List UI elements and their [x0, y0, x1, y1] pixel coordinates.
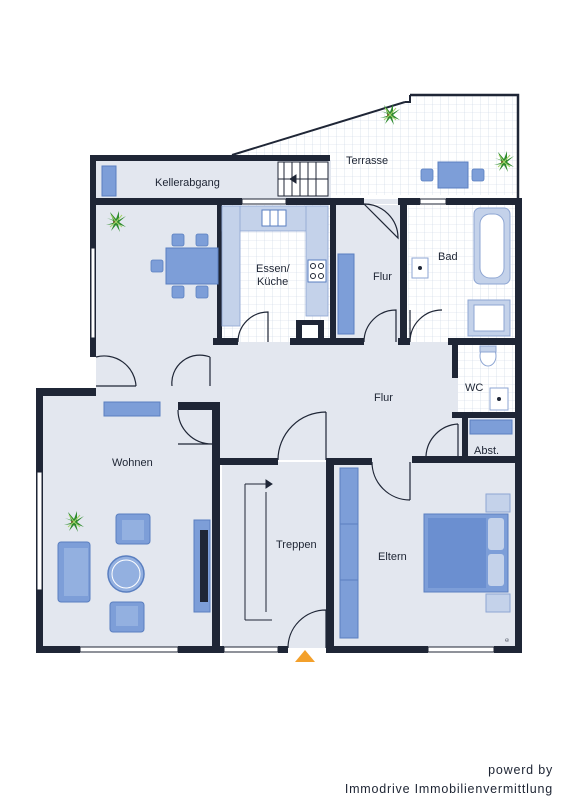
- label-wohnen: Wohnen: [112, 457, 153, 469]
- room-labels: Kellerabgang Terrasse Essen/ Küche Flur …: [112, 155, 499, 563]
- label-bad: Bad: [438, 251, 458, 263]
- treppen-floor: [222, 462, 330, 648]
- label-flur-upper: Flur: [373, 271, 392, 283]
- label-kellerabgang: Kellerabgang: [155, 177, 220, 189]
- windows: [36, 198, 495, 653]
- label-abst: Abst.: [474, 445, 499, 457]
- footer-powered-by: powerd by: [488, 763, 553, 777]
- doors: [95, 203, 459, 649]
- flur-main-floor: [96, 342, 466, 462]
- abst-shelf: [469, 419, 513, 435]
- living-room-furniture: [57, 401, 211, 633]
- bedroom-furniture: [339, 467, 511, 639]
- staircase: [244, 479, 273, 621]
- footer-company-name: Immodrive Immobilienvermittlung: [344, 782, 553, 796]
- label-terrasse: Terrasse: [346, 155, 388, 167]
- kitchen-counters: [221, 205, 329, 327]
- credit-mark: ©: [504, 638, 511, 642]
- label-flur-main: Flur: [374, 392, 393, 404]
- label-essen: Essen/: [256, 263, 291, 275]
- label-treppen: Treppen: [276, 539, 317, 551]
- kellerabgang-stairs: [101, 161, 329, 197]
- terrace-table: [420, 161, 485, 189]
- label-eltern: Eltern: [378, 551, 407, 563]
- bathroom-fixtures: [411, 207, 511, 337]
- entrance-arrow-icon: [295, 650, 315, 662]
- label-wc: WC: [465, 382, 483, 394]
- flur-wardrobe: [337, 253, 355, 335]
- wc-fixtures: [479, 345, 509, 411]
- dining-table: [150, 233, 219, 299]
- label-kueche: Küche: [257, 276, 288, 288]
